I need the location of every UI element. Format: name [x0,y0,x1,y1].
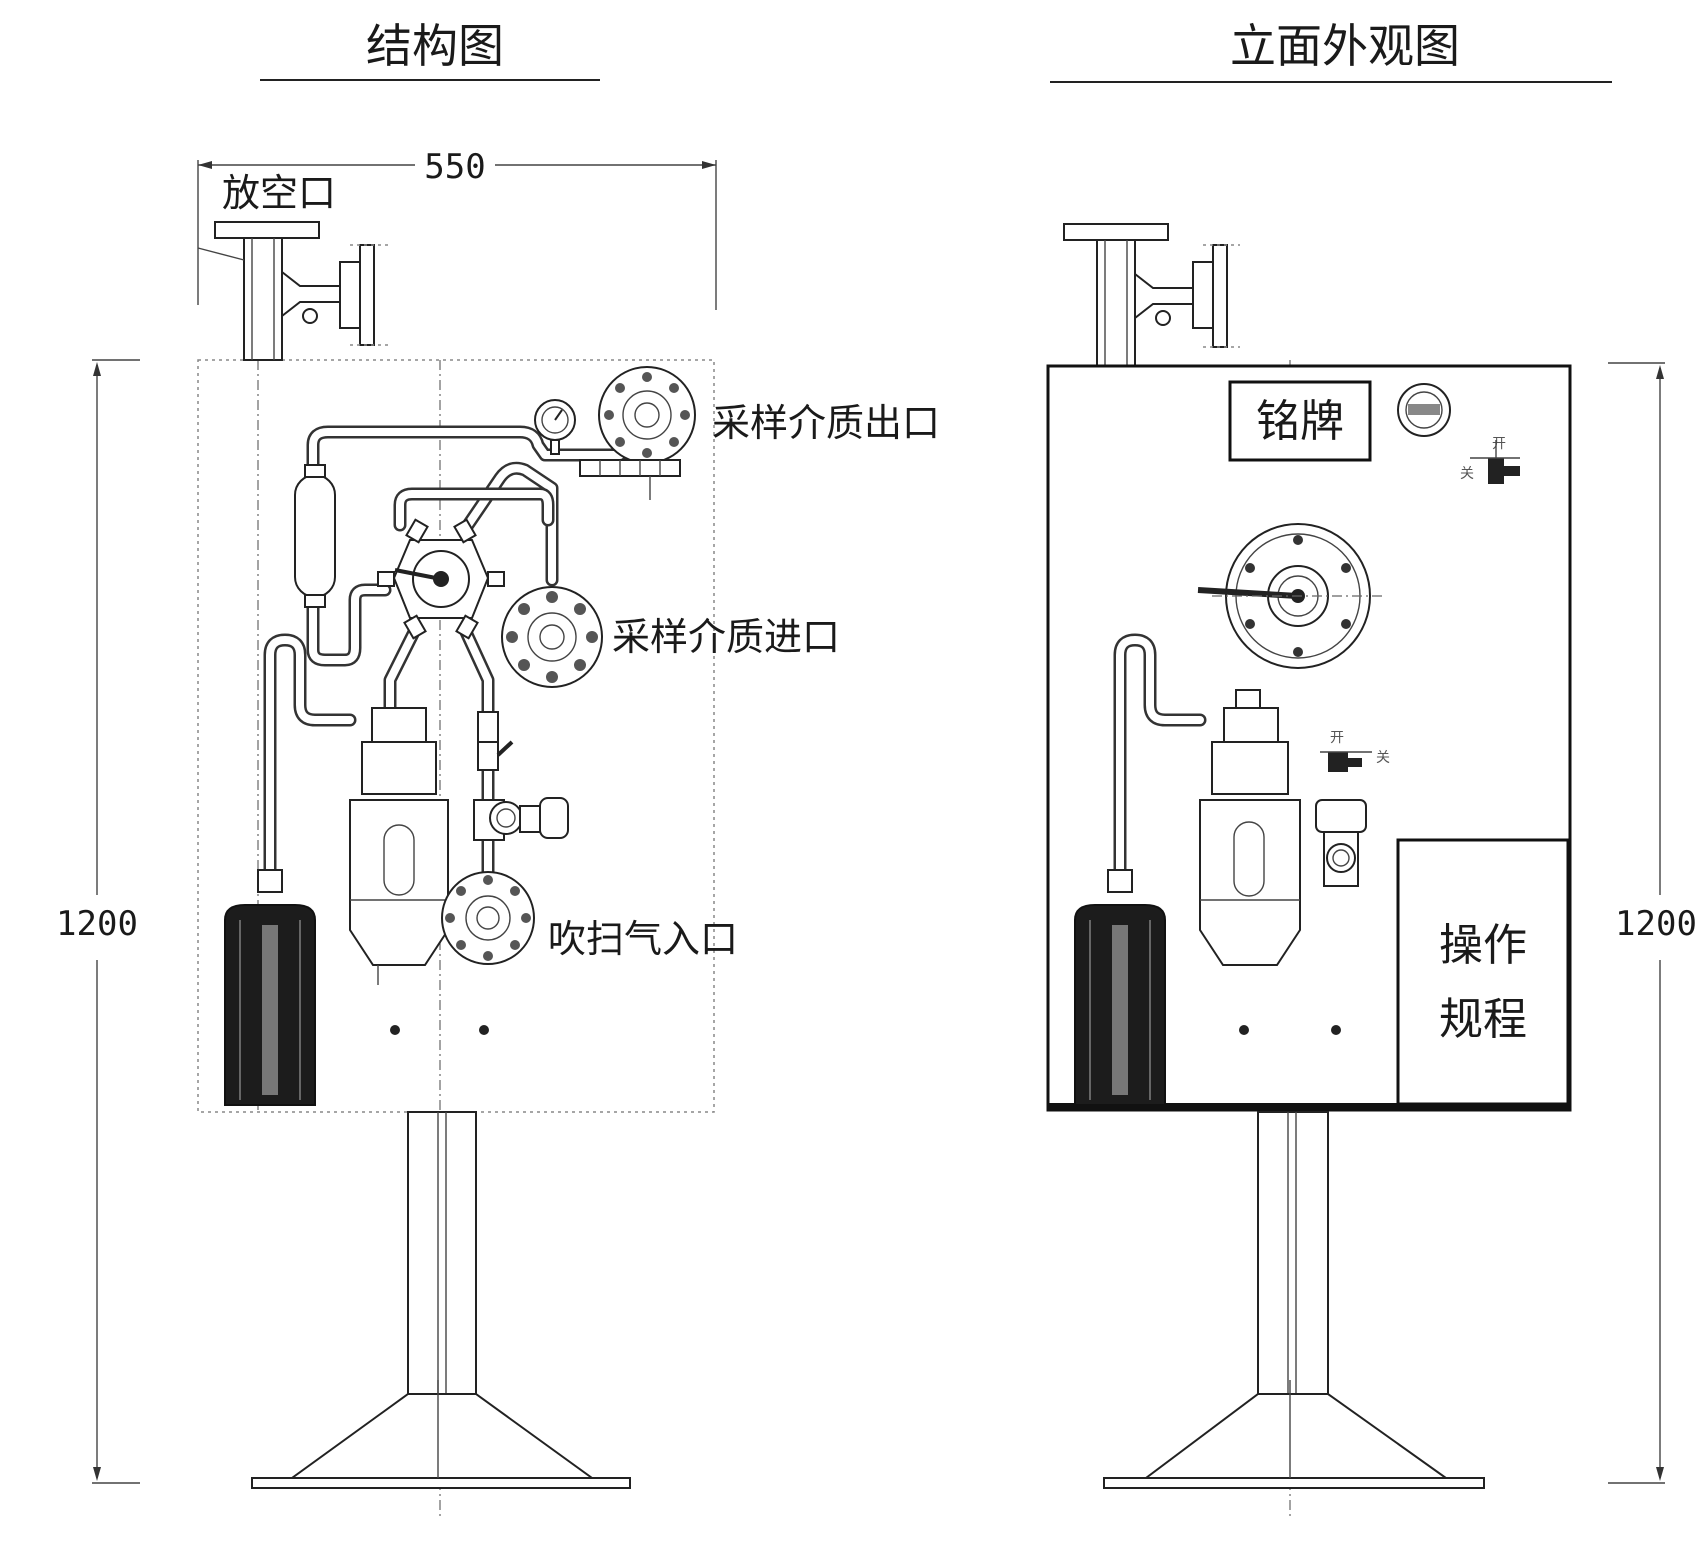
drain-tubing [1107,633,1207,893]
purge-valve-assembly [473,711,569,841]
door-knob-right [479,1025,489,1035]
purge-inlet-flange [441,871,535,965]
sample-inlet-label: 采样介质进口 [612,615,840,659]
vent-stack-elevation [1063,223,1240,367]
purge-inlet-label: 吹扫气入口 [548,917,738,961]
door-knob-right-elevation [1331,1025,1341,1035]
pressure-gauge-icon [1397,383,1451,437]
six-port-valve [377,518,505,640]
top-switch[interactable]: 开 关 [1460,436,1520,484]
support-stand-right [1103,1111,1485,1489]
sample-outlet-label: 采样介质出口 [712,401,940,445]
structure-title: 结构图 [366,19,504,73]
purge-switch-close-label: 关 [1376,750,1390,766]
top-switch-close-label: 关 [1460,466,1474,482]
cooler-vessel [349,707,449,985]
sample-outlet-flange [579,366,696,500]
cooler-vessel-elevation [1199,689,1301,966]
pipe-network [263,425,627,922]
buffer-vessel [294,464,336,608]
purge-switch-open-label: 开 [1330,730,1344,746]
purge-regulator[interactable] [1315,799,1367,887]
width-dimension-value: 550 [424,147,485,187]
height-dimension-left: 1200 [56,359,140,1484]
procedure-panel [1396,838,1570,1106]
vent-label: 放空口 [222,171,336,215]
nameplate [1228,380,1372,462]
six-port-valve-face[interactable] [1197,523,1384,669]
procedure-line-2: 规程 [1439,994,1527,1045]
waste-bottle [224,869,316,1106]
nameplate-text: 铭牌 [1256,396,1344,447]
elevation-view: 铭牌 开 关 [1046,223,1572,1520]
pressure-gauge-icon [534,399,576,455]
structure-view: 放空口 [197,171,940,1520]
support-stand-left [251,1111,631,1489]
waste-bottle-elevation [1074,904,1166,1106]
top-switch-open-label: 开 [1492,436,1506,452]
valve-handle-icon[interactable] [1328,752,1348,772]
procedure-line-1: 操作 [1439,920,1527,971]
height-dimension-left-value: 1200 [56,904,138,944]
sample-inlet-flange [501,586,603,688]
purge-switch[interactable]: 开 关 [1320,730,1390,772]
height-dimension-right-value: 1200 [1615,904,1697,944]
door-knob-left-elevation [1239,1025,1249,1035]
valve-handle-icon[interactable] [1488,458,1504,484]
elevation-title: 立面外观图 [1230,19,1460,73]
vent-stack [197,221,390,361]
door-knob-left [390,1025,400,1035]
width-dimension: 550 [197,147,717,310]
vent-leader-line [197,247,245,261]
height-dimension-right: 1200 [1608,362,1697,1484]
